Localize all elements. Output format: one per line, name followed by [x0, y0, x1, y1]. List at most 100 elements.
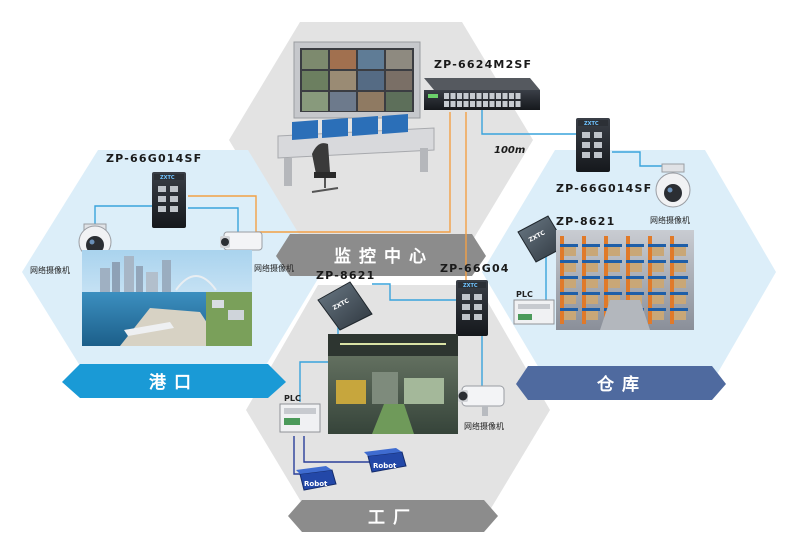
core-switch-port	[476, 101, 482, 107]
core-switch-port	[496, 93, 501, 99]
link-port-cam1	[94, 205, 158, 226]
video-wall	[293, 41, 421, 119]
warehouse-rack-beam	[670, 308, 688, 311]
video-wall-tile	[302, 50, 328, 69]
factory-switch-label: ZP-66G04	[440, 262, 510, 275]
core-switch-port	[509, 101, 514, 107]
video-wall-tile	[330, 92, 356, 111]
warehouse-converter-device: ZXTC	[517, 215, 567, 263]
core-switch-port	[450, 101, 456, 107]
port-harbor-photo	[82, 250, 252, 346]
port-camera1-label: 网络摄像机	[30, 265, 70, 275]
warehouse-rack-beam	[648, 244, 666, 247]
zone-label-monitoring: 监控中心	[334, 246, 434, 267]
warehouse-rack-box	[652, 247, 664, 256]
warehouse-rack-box	[586, 247, 598, 256]
warehouse-rack-box	[564, 295, 576, 304]
video-wall-tile	[330, 71, 356, 90]
warehouse-rack-box	[586, 295, 598, 304]
link-fct-sw-conv	[372, 283, 458, 301]
core-switch-port	[444, 101, 449, 107]
warehouse-rack-box	[608, 295, 620, 304]
core-switch-port	[483, 93, 488, 99]
warehouse-converter-label: ZP-8621	[556, 215, 615, 228]
band-factory: 工厂	[288, 500, 498, 532]
warehouse-rack-box	[630, 263, 642, 272]
band-port: 港口	[62, 364, 286, 398]
warehouse-rack-beam	[670, 244, 688, 247]
warehouse-rack-beam	[626, 244, 644, 247]
factory-switch-device: ZXTC	[456, 280, 488, 336]
warehouse-rack-beam	[582, 292, 600, 295]
video-wall-tile	[386, 92, 412, 111]
warehouse-rack-beam	[670, 276, 688, 279]
warehouse-rack-beam	[560, 276, 578, 279]
core-switch-port	[450, 93, 456, 99]
video-wall-tile	[302, 71, 328, 90]
warehouse-rack-box	[564, 247, 576, 256]
core-switch-port	[489, 93, 495, 99]
core-switch-port	[457, 101, 462, 107]
warehouse-rack-beam	[560, 260, 578, 263]
distance-label: 100m	[494, 145, 525, 156]
warehouse-rack-box	[630, 247, 642, 256]
port-switch-label: ZP-66G014SF	[106, 152, 202, 165]
warehouse-rack-box	[652, 295, 664, 304]
video-wall-tile	[330, 50, 356, 69]
band-monitoring: 监控中心	[276, 234, 486, 276]
warehouse-photo	[556, 230, 694, 330]
warehouse-rack-box	[652, 311, 664, 320]
robot-1: Robot	[296, 466, 337, 491]
warehouse-rack-box	[586, 311, 598, 320]
robot-1-label: Robot	[304, 480, 328, 488]
port-switch-device: ZXTC	[152, 172, 186, 228]
warehouse-rack-beam	[560, 308, 578, 311]
video-wall-tile	[358, 50, 384, 69]
warehouse-rack-beam	[626, 292, 644, 295]
warehouse-rack-beam	[626, 260, 644, 263]
warehouse-rack-box	[674, 295, 686, 304]
video-wall-tile	[386, 50, 412, 69]
factory-photo	[328, 334, 458, 434]
warehouse-rack-box	[564, 279, 576, 288]
link-port-cam2	[188, 207, 239, 236]
core-switch-port	[444, 93, 449, 99]
warehouse-switch-brand: ZXTC	[584, 121, 599, 127]
warehouse-rack-beam	[648, 276, 666, 279]
core-switch-port	[463, 93, 469, 99]
warehouse-rack-beam	[560, 292, 578, 295]
warehouse-rack-box	[674, 311, 686, 320]
warehouse-dome-camera	[655, 163, 691, 208]
core-switch-port	[476, 93, 482, 99]
band-warehouse: 仓库	[516, 366, 726, 400]
warehouse-rack-beam	[604, 292, 622, 295]
robot-2: Robot	[364, 448, 407, 473]
core-switch-port	[496, 101, 501, 107]
warehouse-rack-box	[674, 247, 686, 256]
factory-plc-device	[279, 403, 321, 433]
factory-converter-label: ZP-8621	[316, 269, 375, 282]
warehouse-rack-box	[608, 263, 620, 272]
core-switch-label: ZP-6624M2SF	[434, 58, 532, 71]
warehouse-rack-box	[652, 263, 664, 272]
core-switch-port	[502, 93, 508, 99]
zone-label-factory: 工厂	[368, 508, 418, 528]
robot-2-label: Robot	[373, 462, 397, 470]
warehouse-rack-beam	[582, 308, 600, 311]
warehouse-rack-box	[586, 263, 598, 272]
warehouse-rack-box	[674, 263, 686, 272]
warehouse-rack-beam	[626, 276, 644, 279]
zone-label-warehouse: 仓库	[596, 374, 647, 395]
factory-plc-label: PLC	[284, 394, 301, 403]
warehouse-rack-beam	[648, 260, 666, 263]
link-wh-cam	[612, 151, 664, 167]
core-switch-port	[457, 93, 462, 99]
warehouse-rack-box	[630, 279, 642, 288]
fiber-core-to-warehouse	[481, 110, 576, 135]
warehouse-rack-beam	[582, 276, 600, 279]
factory-converter-device: ZXTC	[317, 281, 373, 331]
link-plc-robot2	[303, 436, 370, 463]
warehouse-rack-box	[564, 311, 576, 320]
core-switch-port	[515, 93, 521, 99]
office-chair	[311, 143, 339, 193]
